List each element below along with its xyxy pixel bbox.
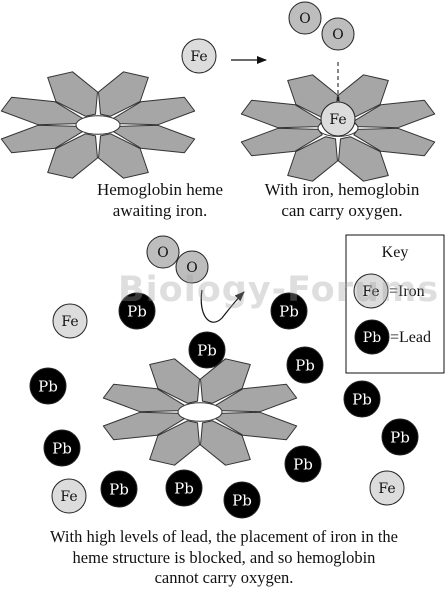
lead-atom-symbol: Pb (174, 479, 194, 497)
oxygen-atom: O (146, 235, 180, 269)
lead-atom: Pb (381, 418, 419, 456)
lead-atom-symbol: Pb (279, 302, 299, 320)
iron-atom: Fe (51, 478, 87, 514)
heme-ring-segment (47, 71, 98, 117)
lead-atom-symbol: Pb (352, 390, 372, 408)
iron-atom-circle (51, 478, 87, 514)
heme-ring-segment (353, 127, 436, 157)
lead-atom-circle (381, 418, 419, 456)
oxygen-atom-symbol: O (299, 11, 310, 27)
heme-ring-segment (98, 133, 149, 179)
iron-atom-symbol: Fe (60, 489, 77, 505)
key-lead-atom: Pb (354, 319, 390, 355)
iron-atom-symbol: Fe (378, 481, 395, 497)
oxygen-atom: O (175, 250, 209, 284)
heme-awaiting-iron (0, 71, 196, 179)
caption-line: With high levels of lead, the placement … (49, 527, 399, 546)
key-iron-atom-circle (353, 273, 389, 309)
caption-line: awaiting iron. (112, 201, 208, 221)
lead-atom: Pb (270, 292, 308, 330)
key-lead-atom-symbol: Pb (363, 330, 381, 346)
lead-atom: Pb (188, 331, 226, 369)
heme-center-hole (75, 115, 121, 135)
caption-line: With iron, hemoglobin (264, 180, 420, 199)
lead-atom-symbol: Pb (390, 428, 410, 446)
lead-atom-symbol: Pb (293, 455, 313, 473)
heme-ring-segment (200, 358, 251, 404)
iron-atom-symbol: Fe (61, 314, 78, 330)
caption-lead-blocks-iron: With high levels of lead, the placement … (0, 527, 448, 589)
bound-iron-atom-circle (320, 101, 356, 137)
lead-atom-circle (188, 331, 226, 369)
lead-atom-symbol: Pb (197, 341, 217, 359)
caption-line: Hemoglobin heme (96, 180, 224, 199)
heme-ring-segment (98, 71, 149, 117)
lead-atom: Pb (100, 470, 138, 508)
caption-line: cannot carry oxygen. (154, 568, 294, 588)
lead-atom-circle (29, 367, 67, 405)
key-iron-atom: Fe (353, 273, 389, 309)
lead-atom-circle (286, 346, 324, 384)
bound-iron-atom: Fe (320, 101, 356, 137)
lead-atom: Pb (43, 429, 81, 467)
oxygen-atom: O (288, 1, 322, 35)
lead-atom: Pb (223, 481, 261, 519)
oxygen-atom-symbol: O (186, 260, 197, 276)
iron-atom-circle (52, 303, 88, 339)
heme-ring-segment (287, 136, 338, 182)
lead-atom: Pb (29, 367, 67, 405)
incoming-iron-atom-symbol: Fe (190, 49, 207, 65)
heme-ring-segment (149, 420, 200, 466)
oxygen-atom-circle (321, 17, 355, 51)
heme-ring-segment (338, 136, 389, 182)
oxygen-atom-circle (175, 250, 209, 284)
heme-ring-segment (149, 358, 200, 404)
lead-atom-symbol: Pb (109, 480, 129, 498)
lead-atom-symbol: Pb (38, 377, 58, 395)
lead-atom-symbol: Pb (127, 302, 147, 320)
lead-atom-circle (100, 470, 138, 508)
lead-atom: Pb (286, 346, 324, 384)
key-lead-label: =Lead (390, 329, 431, 346)
caption-line: heme structure is blocked, and so hemogl… (72, 547, 376, 567)
incoming-iron-atom: Fe (181, 38, 217, 74)
lead-atom-circle (270, 292, 308, 330)
lead-atom-circle (43, 429, 81, 467)
lead-atom-symbol: Pb (295, 356, 315, 374)
caption-line: can carry oxygen. (281, 201, 403, 221)
oxygen-atom-symbol: O (332, 27, 343, 43)
blocked-oxygen-arrow (200, 289, 245, 323)
lead-atom-circle (223, 481, 261, 519)
iron-atom: Fe (369, 470, 405, 506)
key-title: Key (382, 244, 409, 261)
lead-atom: Pb (118, 292, 156, 330)
oxygen-atom: O (321, 17, 355, 51)
heme-ring-segment (200, 420, 251, 466)
lead-atom-symbol: Pb (232, 491, 252, 509)
lead-atom-circle (343, 380, 381, 418)
lead-atom-circle (284, 445, 322, 483)
lead-atom: Pb (284, 445, 322, 483)
heme-center-hole (177, 402, 223, 422)
bound-iron-atom-symbol: Fe (329, 112, 346, 128)
lead-atom: Pb (343, 380, 381, 418)
lead-atom: Pb (165, 469, 203, 507)
key-iron-label: =Iron (389, 283, 425, 300)
incoming-iron-atom-circle (181, 38, 217, 74)
iron-atom: Fe (52, 303, 88, 339)
oxygen-atom-circle (288, 1, 322, 35)
heme-ring-segment (47, 133, 98, 179)
lead-atom-circle (118, 292, 156, 330)
heme-blocked-by-lead (102, 358, 298, 466)
lead-atom-circle (165, 469, 203, 507)
oxygen-atom-symbol: O (157, 245, 168, 261)
iron-atom-circle (369, 470, 405, 506)
key-lead-atom-circle (354, 319, 390, 355)
lead-atom-symbol: Pb (52, 439, 72, 457)
key-iron-atom-symbol: Fe (362, 284, 379, 300)
oxygen-atom-circle (146, 235, 180, 269)
